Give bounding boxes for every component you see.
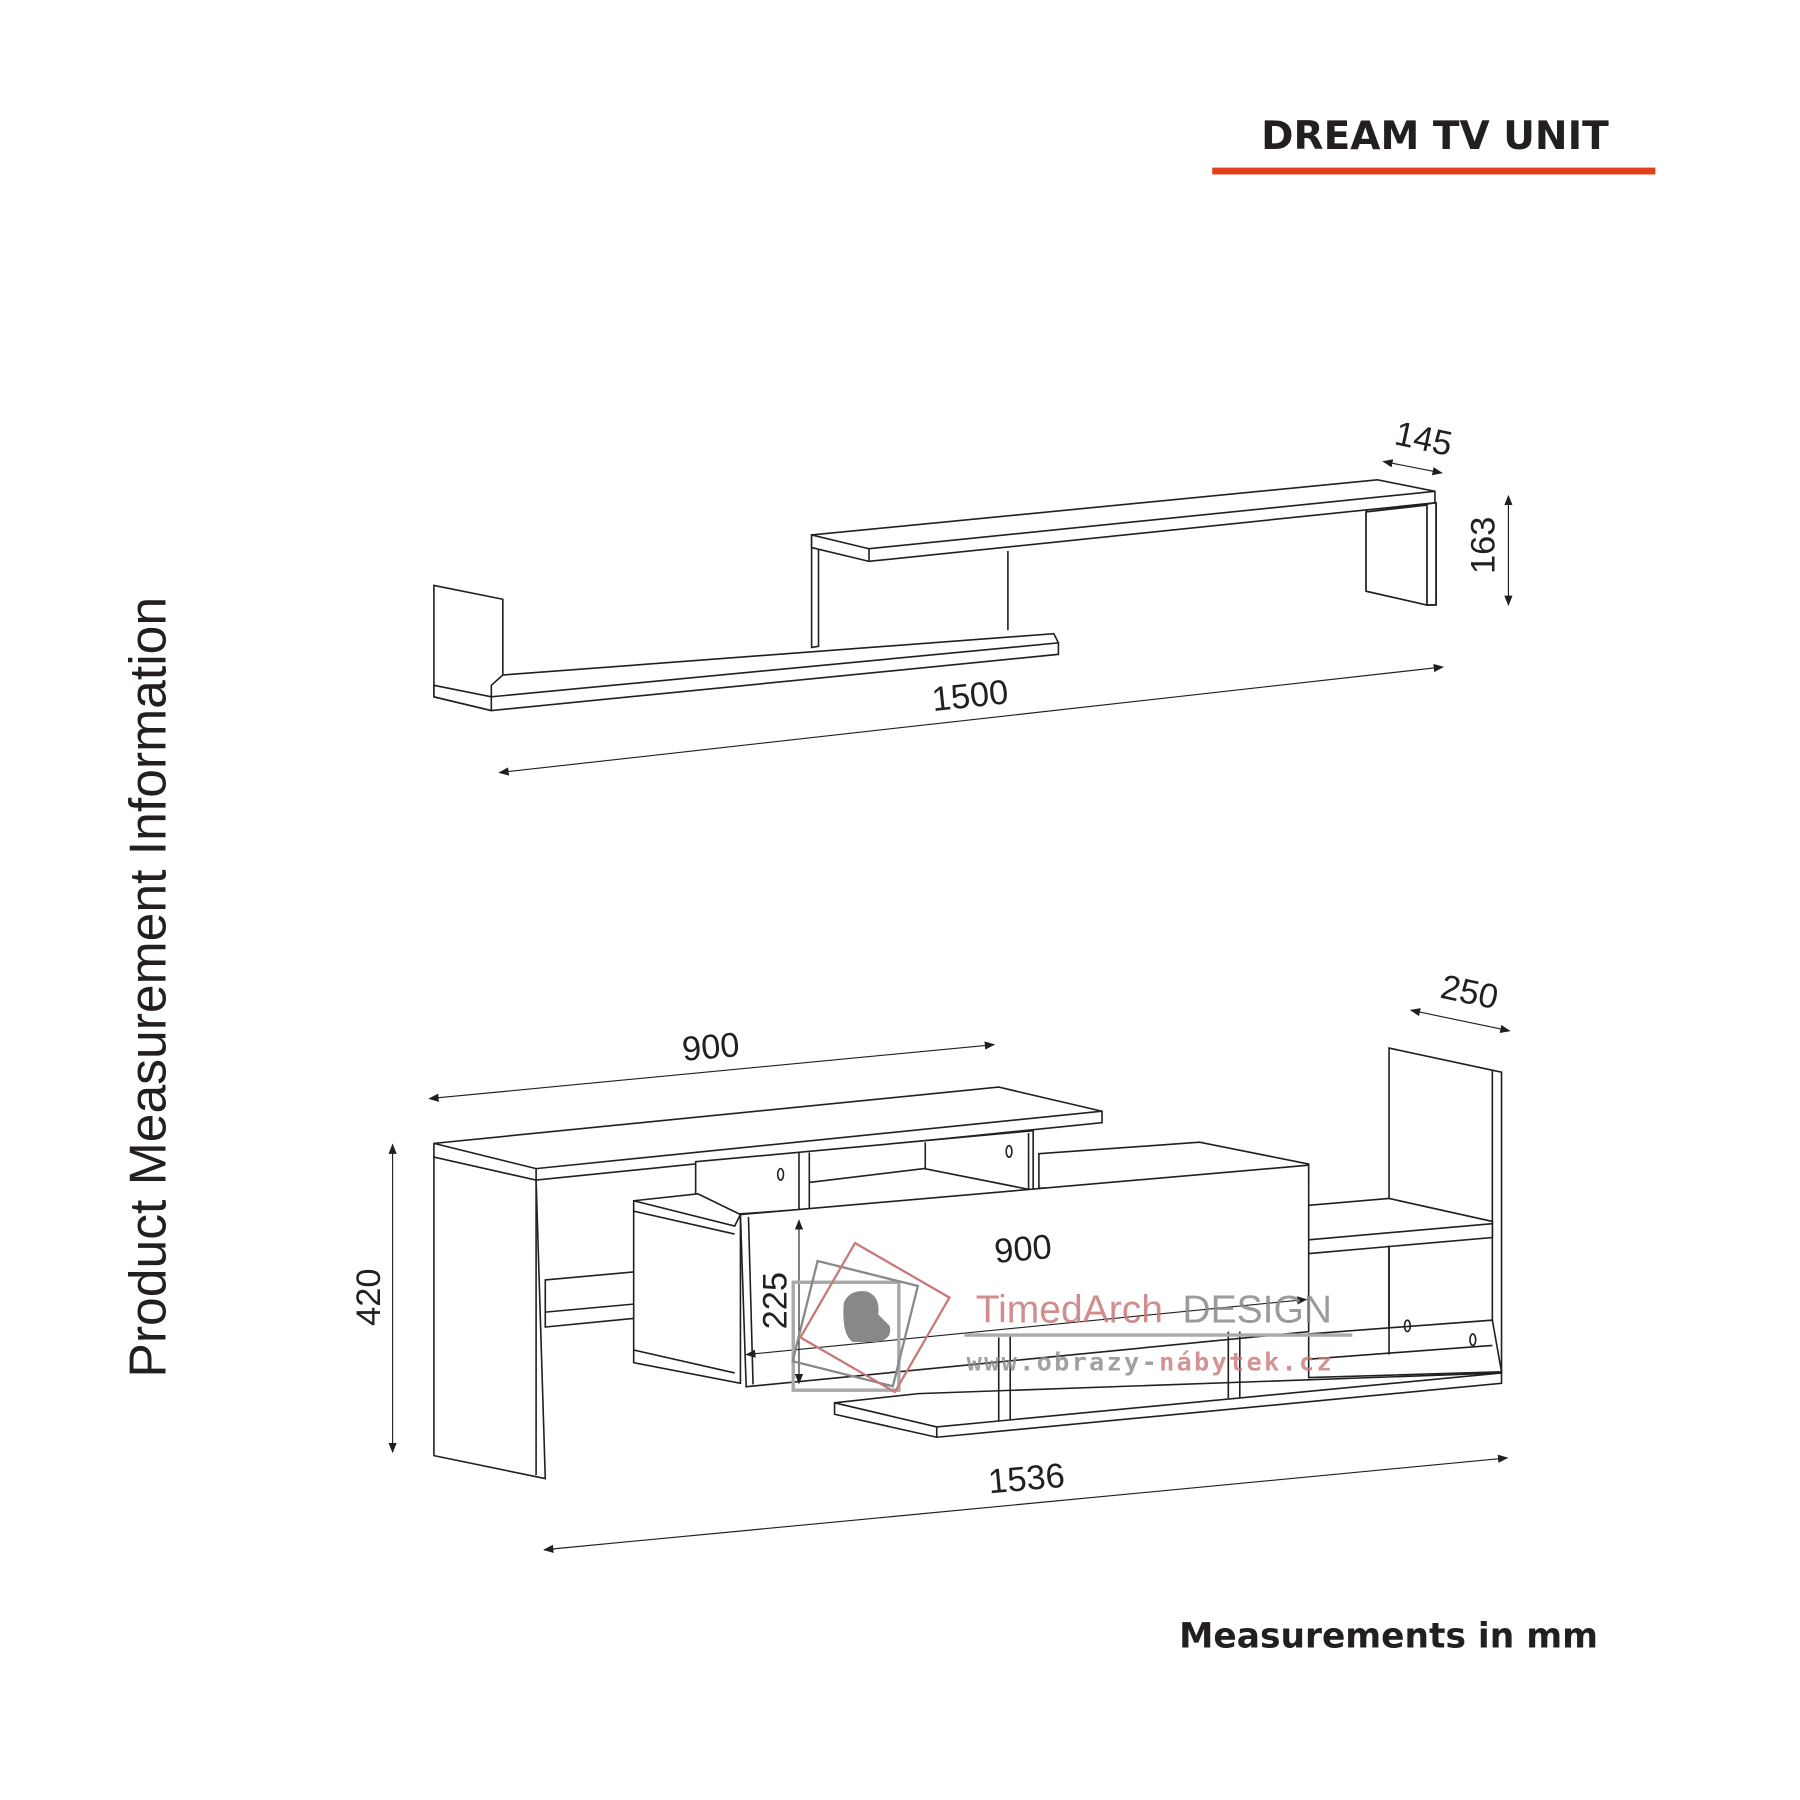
wall-shelf-dimensions: 145 163 1500 [498,415,1513,776]
watermark-logo: TimedArch DESIGN www.obrazy-nábytek.cz [791,1241,1353,1394]
tv-unit-drawing [433,1047,1503,1480]
svg-text:www.obrazy-nábytek.cz: www.obrazy-nábytek.cz [967,1348,1334,1377]
wall-shelf-height-label: 163 [1465,517,1503,574]
tv-door-width-label: 900 [993,1228,1054,1271]
tv-unit-dimensions: 900 250 420 225 900 1536 [350,968,1511,1553]
side-label: Product Measurement Information [118,597,176,1378]
watermark-url-b: nábytek.cz [1159,1348,1334,1377]
watermark-brand-a: TimedArch [976,1288,1163,1331]
title-underline [1212,167,1656,175]
watermark-url-a: www.obrazy- [967,1348,1159,1377]
units-note: Measurements in mm [1179,1616,1598,1656]
tv-depth-label: 250 [1437,968,1501,1017]
tv-height-label: 420 [350,1268,388,1325]
wall-shelf-width-label: 1500 [930,673,1010,719]
chair-icon [843,1291,891,1342]
product-title: DREAM TV UNIT [1261,114,1609,159]
tv-door-height-label: 225 [756,1272,794,1329]
tv-width-label: 1536 [987,1457,1067,1502]
wall-shelf-depth-label: 145 [1391,415,1455,464]
wall-shelf-drawing [433,479,1437,712]
tv-top-width-label: 900 [681,1026,742,1069]
watermark-brand-b: DESIGN [1182,1288,1332,1331]
